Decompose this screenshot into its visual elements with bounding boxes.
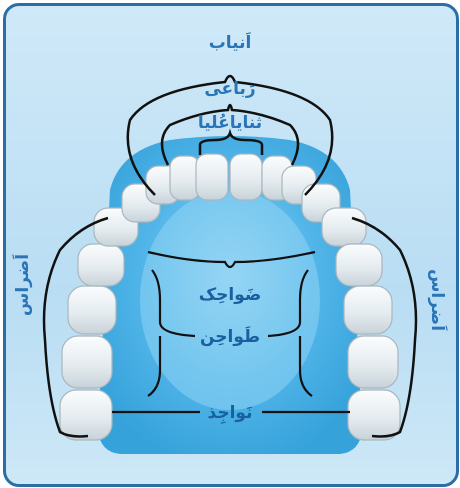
tooth <box>62 336 112 388</box>
label-wisdom: نَواجِذ <box>208 403 253 424</box>
tooth <box>322 208 366 246</box>
label-quaternions: رَباعی <box>204 79 255 99</box>
label-premolar-small: ضَواحِک <box>199 285 262 305</box>
label-canines: اَنیاب <box>209 31 252 53</box>
tooth <box>196 154 228 200</box>
tooth <box>68 286 116 334</box>
tooth <box>60 390 112 440</box>
tooth <box>336 244 382 286</box>
tooth <box>344 286 392 334</box>
label-premolar-large: طَواحِن <box>200 325 260 347</box>
label-molars-left: اَضراس <box>11 254 33 316</box>
label-molars-right: اَضراس <box>427 269 449 331</box>
label-upper-incisors: ثنایاعُلیا <box>198 113 262 133</box>
tooth <box>348 390 400 440</box>
tooth <box>78 244 124 286</box>
tooth <box>230 154 262 200</box>
tooth <box>348 336 398 388</box>
